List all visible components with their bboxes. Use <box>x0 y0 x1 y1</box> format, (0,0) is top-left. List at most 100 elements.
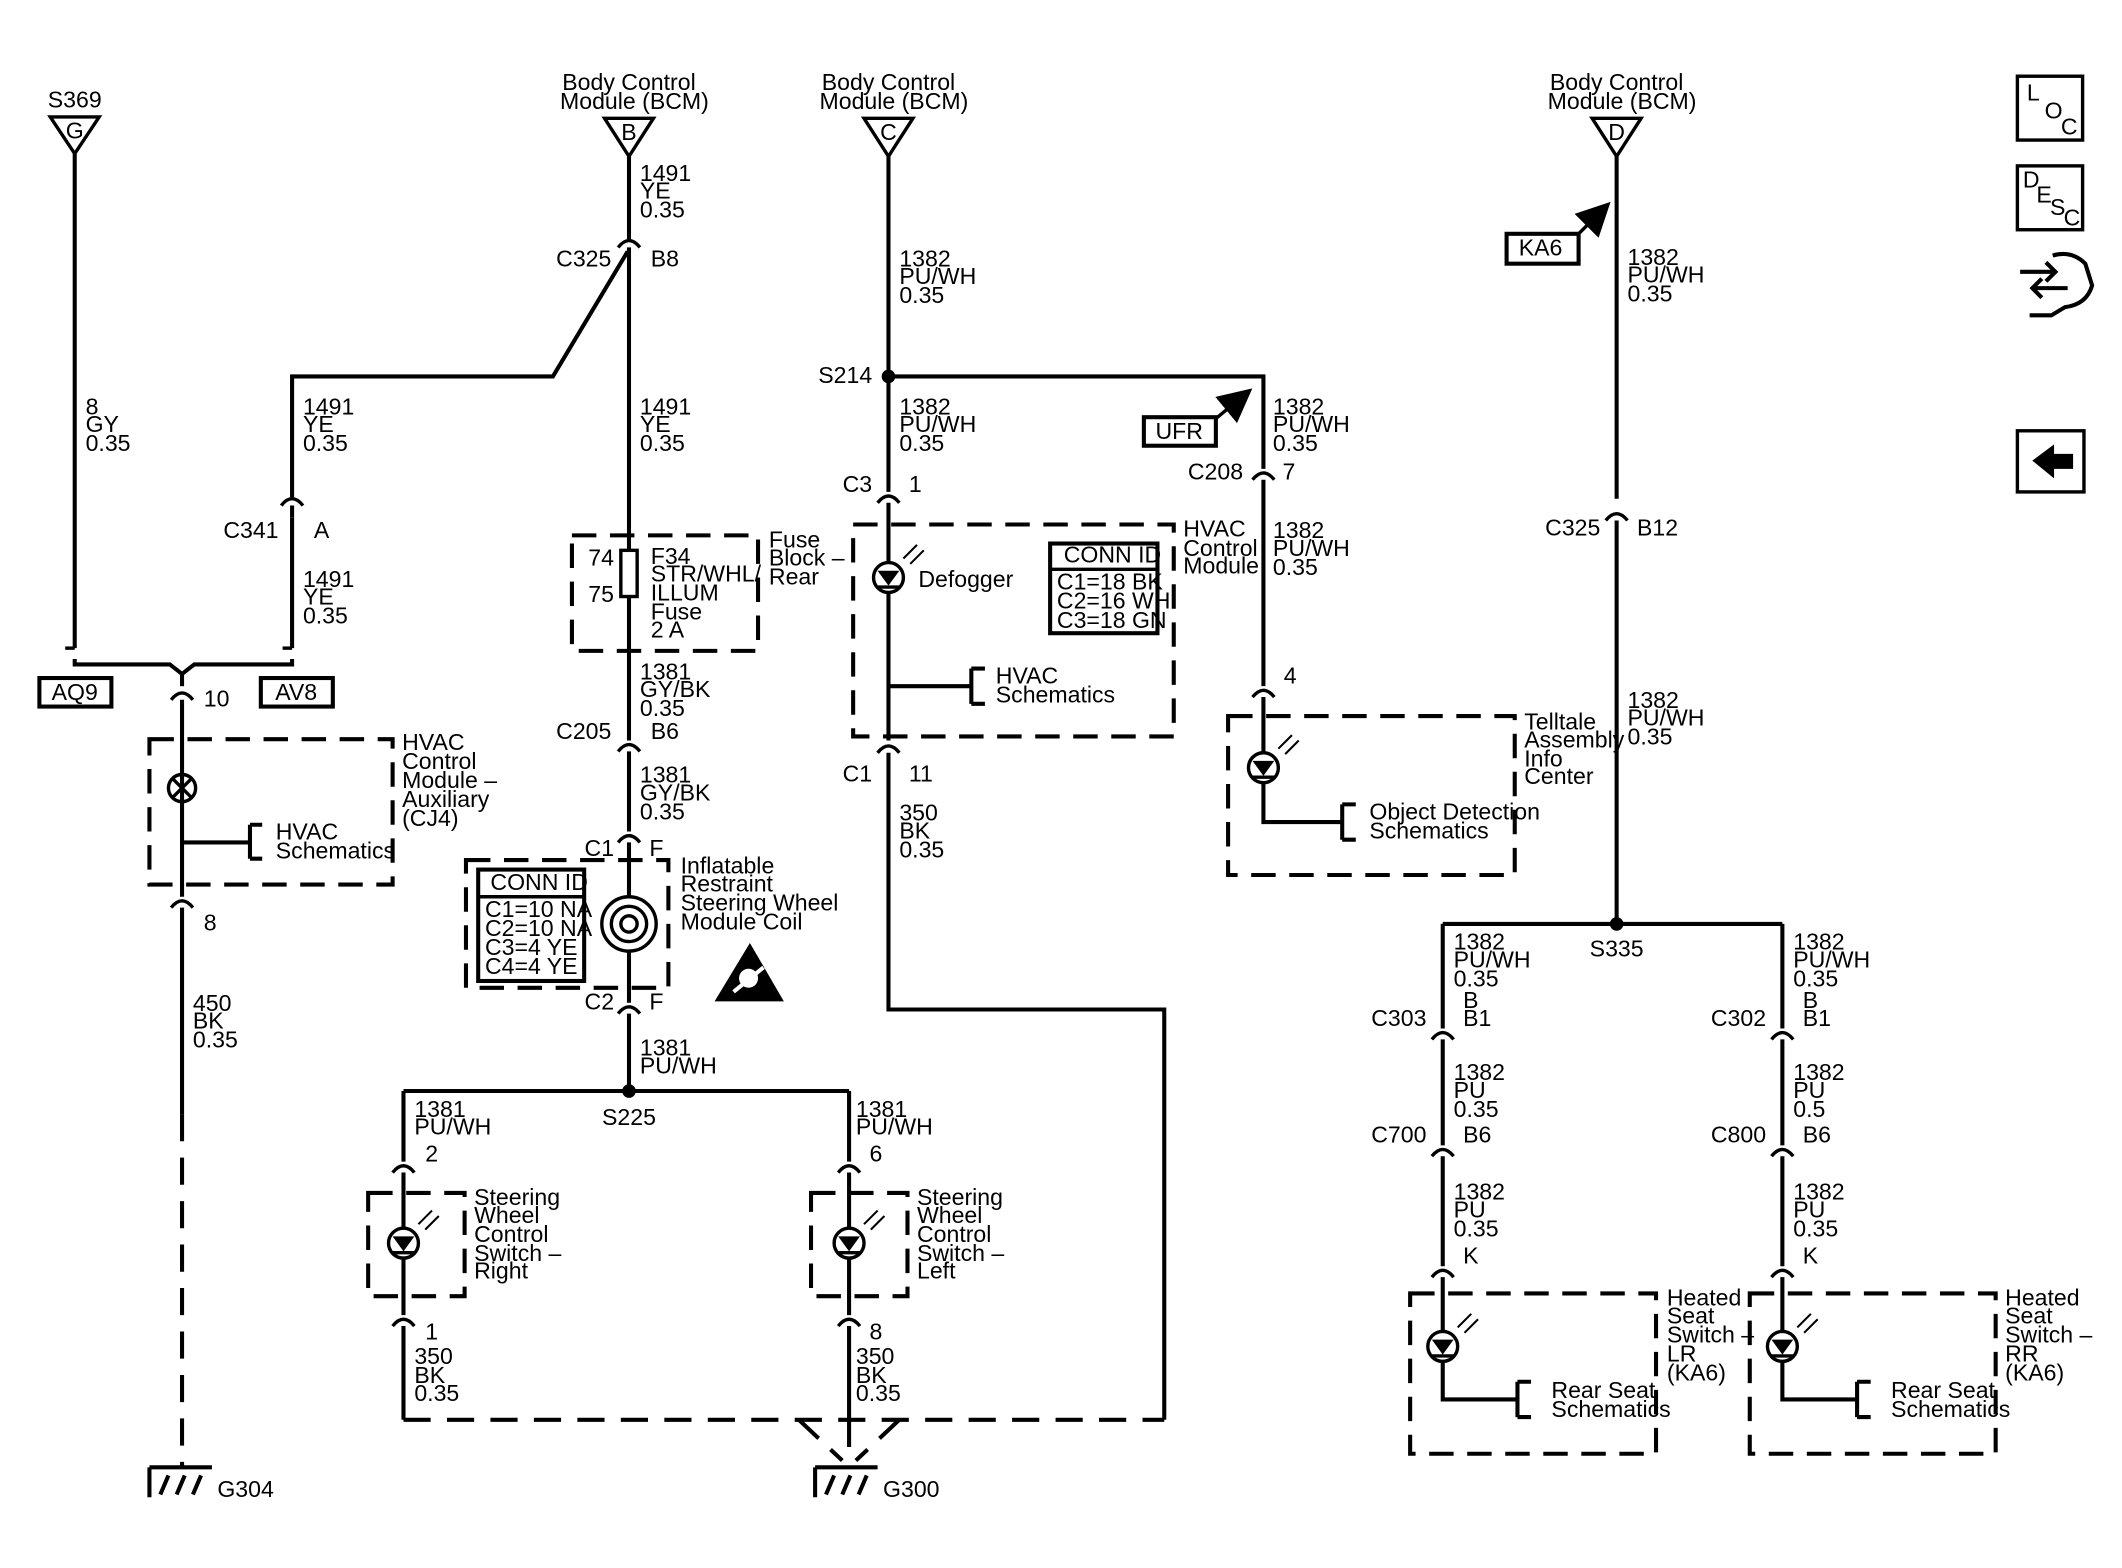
diagram-box <box>463 858 671 990</box>
diagram-label: B1 <box>1803 1005 1831 1031</box>
diagram-label: B6 <box>1463 1122 1491 1148</box>
wire-segment <box>860 116 917 160</box>
diagram-symbol <box>166 772 198 804</box>
wire-label: 350 BK 0.35 <box>899 800 944 863</box>
steering-switch-right: Steering Wheel Control Switch – Right <box>366 1172 562 1316</box>
diagram-label: Right <box>474 1257 528 1283</box>
wire-segment <box>1430 1147 1455 1158</box>
wire-segment <box>1771 1339 1794 1355</box>
pin-10: 10 <box>169 686 229 712</box>
diagram-box <box>366 1190 467 1299</box>
diagram-label: 0.35 <box>1273 430 1318 456</box>
wire-segment <box>1456 1313 1479 1334</box>
diagram-box <box>476 867 587 984</box>
diagram-label: B1 <box>1463 1005 1491 1031</box>
connector-c208: C208 7 <box>1188 459 1295 485</box>
diagram-label: Body Control <box>1550 69 1683 95</box>
diagram-symbol <box>1246 751 1281 785</box>
diagram-label: B6 <box>1803 1122 1831 1148</box>
diagram-label: Steering <box>474 1184 560 1210</box>
wire-segment <box>2032 444 2074 479</box>
diagram-label: BK <box>414 1362 445 1388</box>
diagram-label: Seat <box>1667 1302 1715 1328</box>
diagram-label: Schematics <box>1369 817 1488 843</box>
wire-segment <box>1440 1277 1532 1420</box>
wire-segment <box>877 570 900 586</box>
wire-segment <box>47 115 103 157</box>
diagram-label: 0.35 <box>1628 281 1673 307</box>
diagram-label: 2 <box>425 1141 438 1167</box>
splice-s225: S225 <box>602 1104 656 1130</box>
heated-seat-switch-lr: Rear Seat Schematics Heated Seat Switch … <box>1408 1277 1754 1456</box>
diagram-label: PU <box>1793 1077 1825 1103</box>
diagram-symbol <box>832 1226 866 1260</box>
splice-s214: S214 <box>818 362 872 388</box>
desc-icon[interactable]: D E S C <box>2015 164 2085 232</box>
wire-label: 8 GY 0.35 <box>86 393 131 456</box>
diagram-label: C2 <box>585 989 615 1015</box>
wire-segment <box>1214 388 1253 424</box>
diagram-label: 450 <box>193 990 232 1016</box>
diagram-label: 74 <box>588 544 614 570</box>
diagram-label: 0.35 <box>86 430 131 456</box>
back-arrow-icon[interactable] <box>2015 429 2086 494</box>
diagram-label: B <box>621 119 636 145</box>
wire-segment <box>813 1465 878 1498</box>
wire-segment <box>886 752 1167 1420</box>
loc-icon[interactable]: L O C <box>2015 74 2085 142</box>
diagram-label: 0.35 <box>1273 554 1318 580</box>
diagram-label: HVAC <box>402 729 464 755</box>
diagram-label: Switch – <box>1667 1321 1754 1347</box>
diagram-label: 1382 <box>899 245 950 271</box>
option-ufr: UFR <box>1141 388 1253 448</box>
steering-coil: Inflatable Restraint Steering Wheel Modu… <box>463 842 838 1003</box>
hvac-aux-module: HVAC Schematics HVAC Control Module – Au… <box>147 729 497 887</box>
diagram-label: PU/WH <box>899 411 976 437</box>
heated-seat-switch-rr: Rear Seat Schematics Heated Seat Switch … <box>1747 1277 2093 1456</box>
wire-label: 1382 PU/WH 0.35 <box>1628 244 1705 307</box>
diagram-box <box>258 675 335 709</box>
diagram-label: 8 <box>204 910 217 936</box>
diagram-label: 1 <box>425 1319 438 1345</box>
diagram-label: 0.35 <box>899 282 944 308</box>
diagram-label: B <box>1803 987 1818 1013</box>
wire-segment <box>616 1005 642 1015</box>
source-bcm-d: Body Control Module (BCM) D <box>1548 69 1696 160</box>
diagram-label: PU/WH <box>1793 946 1870 972</box>
connector-icon[interactable] <box>2020 251 2095 318</box>
diagram-label: Schematics <box>276 838 395 864</box>
connector-k-lr: K <box>1430 1243 1479 1279</box>
diagram-symbol <box>609 904 649 944</box>
diagram-label: CONN ID <box>490 869 587 895</box>
diagram-label: 0.35 <box>640 695 685 721</box>
diagram-label: C4=4 YE <box>485 953 578 979</box>
diagram-label: A <box>314 517 330 543</box>
diagram-label: Telltale <box>1524 709 1596 735</box>
diagram-label: 0.35 <box>1454 1096 1499 1122</box>
diagram-label: ILLUM <box>651 580 719 606</box>
wire-label: 1491 YE 0.35 <box>640 160 691 223</box>
diagram-label: HVAC <box>276 819 338 845</box>
diagram-label: PU/WH <box>1273 411 1350 437</box>
diagram-label: Schematics <box>996 681 1115 707</box>
wire-segment <box>1252 760 1275 776</box>
wire-label: 1491 YE 0.35 <box>303 566 354 629</box>
diagram-label: S369 <box>48 86 102 112</box>
diagram-label: B8 <box>651 245 679 271</box>
diagram-label: C <box>2064 205 2081 231</box>
hvac-control-module: Defogger HVAC Schematics HVAC Control Mo… <box>851 502 1259 741</box>
diagram-label: C1=18 BK <box>1057 569 1163 595</box>
diagram-label: 1491 <box>303 566 354 592</box>
diagram-label: 7 <box>1282 459 1295 485</box>
diagram-label: PU/WH <box>1273 535 1350 561</box>
diagram-label: C800 <box>1711 1122 1766 1148</box>
diagram-label: Fuse <box>769 527 820 553</box>
diagram-label: C325 <box>1545 514 1600 540</box>
diagram-label: Switch – <box>474 1240 561 1266</box>
diagram-label: 0.35 <box>303 430 348 456</box>
wire-label: 1382 PU/WH 0.35 <box>899 245 976 308</box>
diagram-label: LR <box>1667 1340 1697 1366</box>
diagram-label: Assembly <box>1524 726 1624 752</box>
diagram-box <box>1048 541 1160 636</box>
conn-id-table-1: CONN ID C1=10 NA C2=10 NA C3=4 YE C4=4 Y… <box>476 867 593 984</box>
